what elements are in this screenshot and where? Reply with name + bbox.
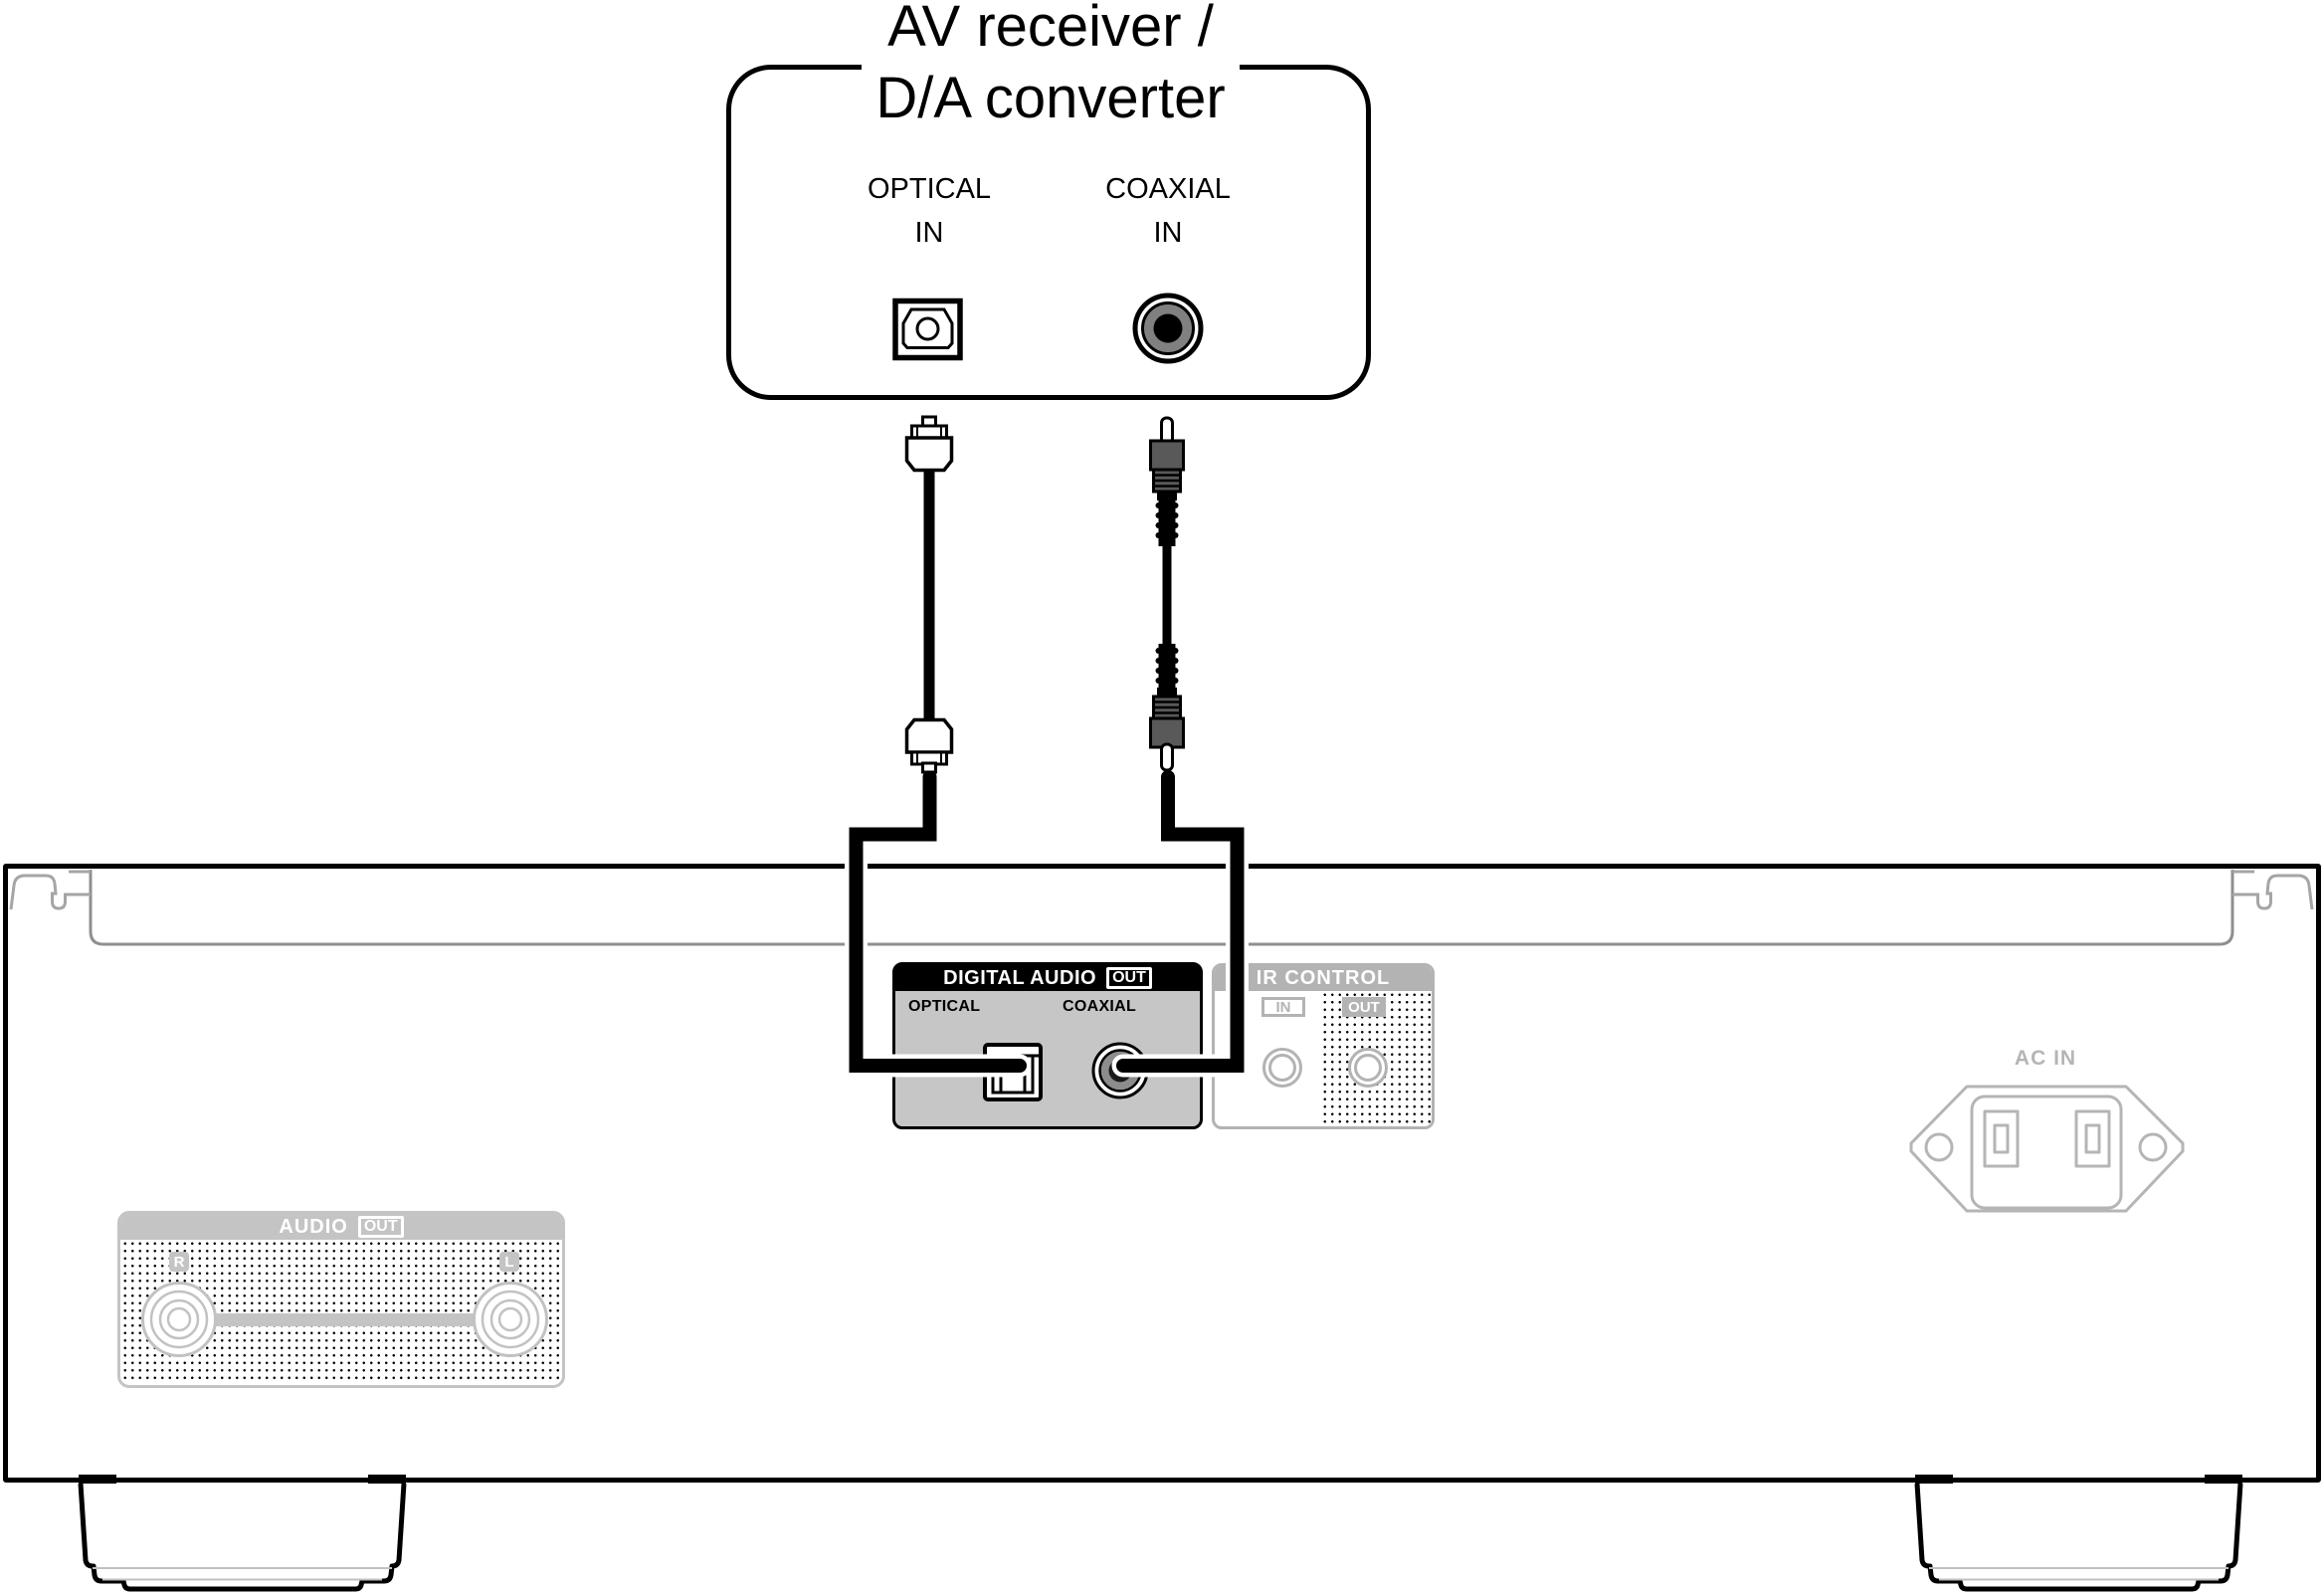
audio-l-badge: L	[499, 1252, 519, 1272]
receiver-title-line1: AV receiver /	[887, 0, 1214, 59]
coaxial-route	[1116, 770, 1245, 1073]
ir-control-header-label: IR CONTROL	[1256, 967, 1391, 989]
rca-l-jack-icon	[473, 1282, 548, 1357]
rca-r-jack-icon	[141, 1282, 217, 1357]
ir-control-header: IR CONTROL	[1215, 966, 1432, 991]
coaxial-cable-icon	[1149, 416, 1185, 771]
receiver-title: AV receiver / D/A converter	[730, 0, 1371, 134]
optical-cable-icon	[904, 415, 954, 774]
ir-in-badge: IN	[1261, 997, 1305, 1017]
audio-out-header: AUDIO OUT	[120, 1214, 562, 1240]
coaxial-route-casing	[1111, 765, 1249, 1078]
foot-right	[1914, 1475, 2243, 1592]
mount-hook-left-icon	[9, 870, 91, 910]
rca-link-bar	[179, 1313, 510, 1326]
ir-out-jack-icon	[1348, 1048, 1388, 1088]
digital-audio-header-label: DIGITAL AUDIO	[943, 966, 1097, 989]
ir-in-jack-icon	[1262, 1048, 1302, 1088]
mount-hook-right-icon	[2232, 870, 2314, 910]
coaxial-in-label: COAXIAL IN	[1105, 173, 1231, 249]
optical-in-label: OPTICAL IN	[867, 173, 992, 249]
coax-in-port-icon	[1132, 293, 1204, 364]
audio-r-badge: R	[169, 1252, 189, 1272]
digital-audio-out-badge: OUT	[1106, 967, 1152, 989]
optical-route	[849, 770, 1027, 1073]
ac-inlet-icon	[1909, 1085, 2185, 1213]
groove-line	[89, 870, 2234, 946]
ac-in-label: AC IN	[2014, 1047, 2077, 1070]
ir-control-panel: IR CONTROL IN OUT	[1212, 963, 1435, 1129]
receiver-title-line2: D/A converter	[875, 66, 1226, 130]
ir-out-badge: OUT	[1342, 997, 1386, 1017]
audio-out-header-label: AUDIO	[279, 1215, 348, 1238]
toslink-in-port-icon	[892, 298, 963, 361]
foot-left	[78, 1475, 407, 1592]
audio-out-badge: OUT	[357, 1216, 404, 1238]
audio-out-panel: AUDIO OUT R L	[117, 1211, 565, 1388]
digital-audio-header: DIGITAL AUDIO OUT	[895, 965, 1200, 991]
optical-out-label: OPTICAL	[908, 998, 981, 1015]
coaxial-out-label: COAXIAL	[1063, 998, 1137, 1015]
optical-route-casing	[845, 765, 1032, 1078]
